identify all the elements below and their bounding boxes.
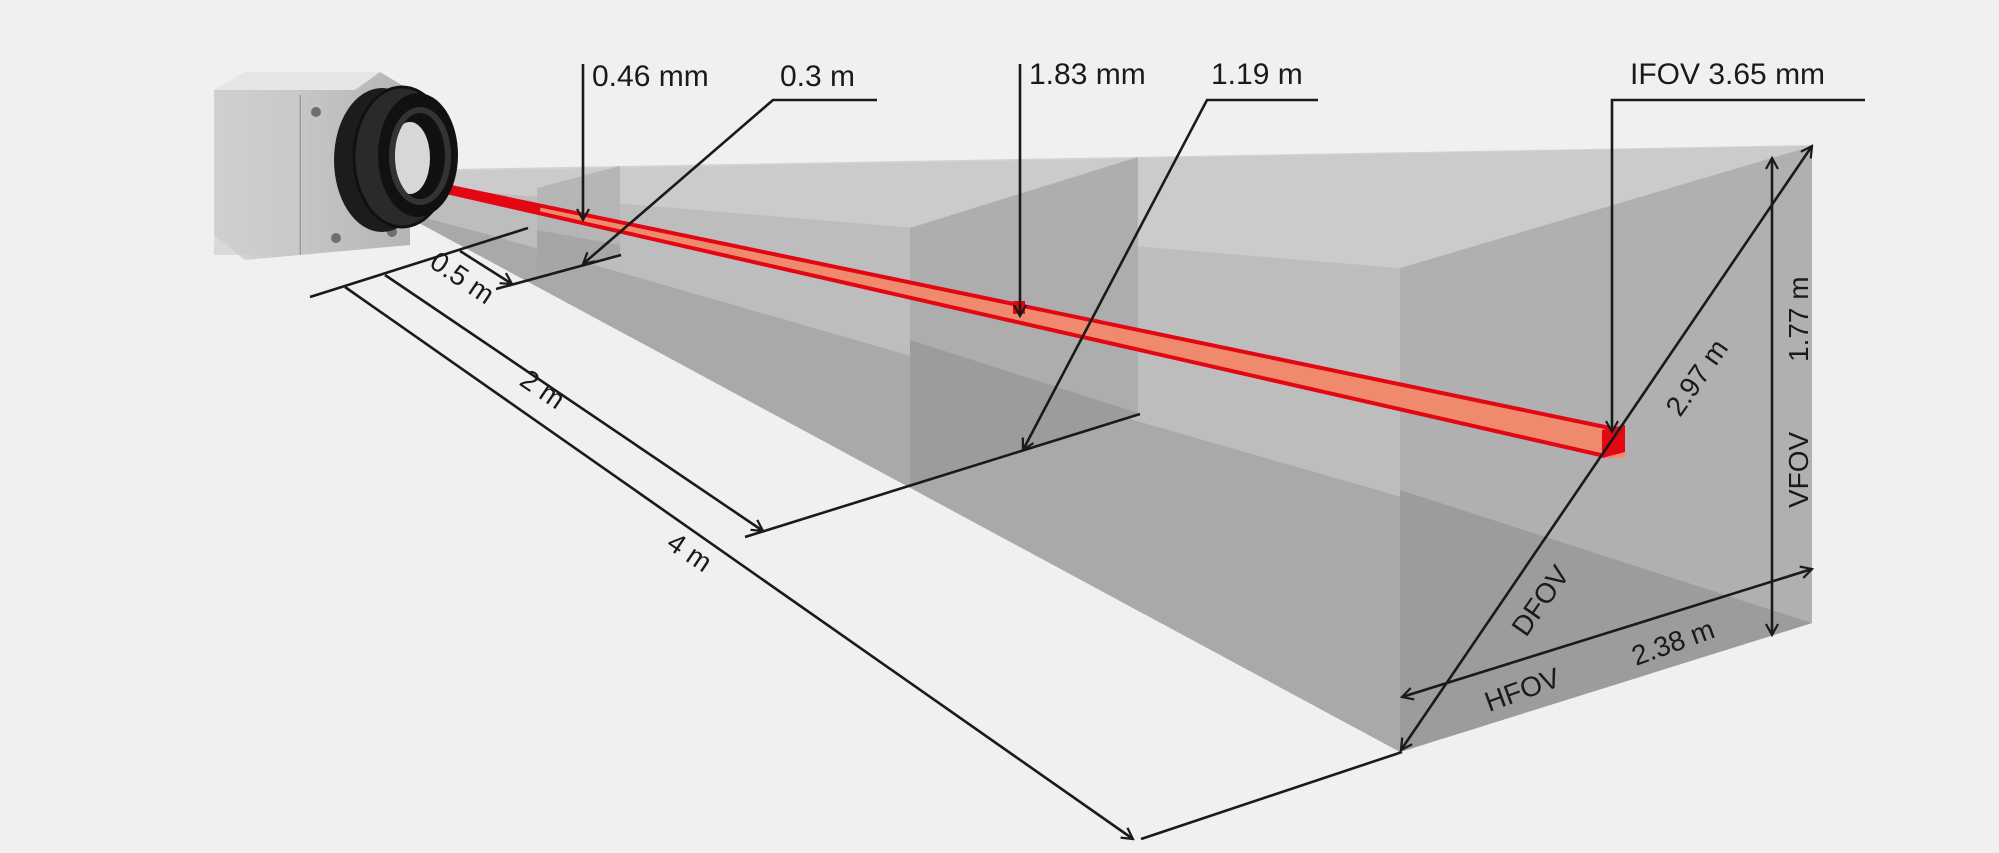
label-vfov: VFOV	[1783, 431, 1814, 508]
label-ifov-mid: 1.83 mm	[1029, 58, 1146, 91]
distance-dimensions	[309, 226, 1403, 839]
camera-icon	[214, 72, 458, 260]
label-width-near: 0.3 m	[780, 60, 855, 93]
label-vfov-value: 1.77 m	[1783, 276, 1814, 362]
label-distance-far: 4 m	[662, 526, 718, 578]
fov-dimensions	[1401, 146, 1812, 750]
label-ifov-near: 0.46 mm	[592, 60, 709, 93]
label-ifov-far: IFOV 3.65 mm	[1630, 58, 1825, 91]
label-distance-mid: 2 m	[515, 363, 571, 415]
label-width-mid: 1.19 m	[1211, 58, 1303, 91]
leader-lines	[583, 64, 1865, 450]
